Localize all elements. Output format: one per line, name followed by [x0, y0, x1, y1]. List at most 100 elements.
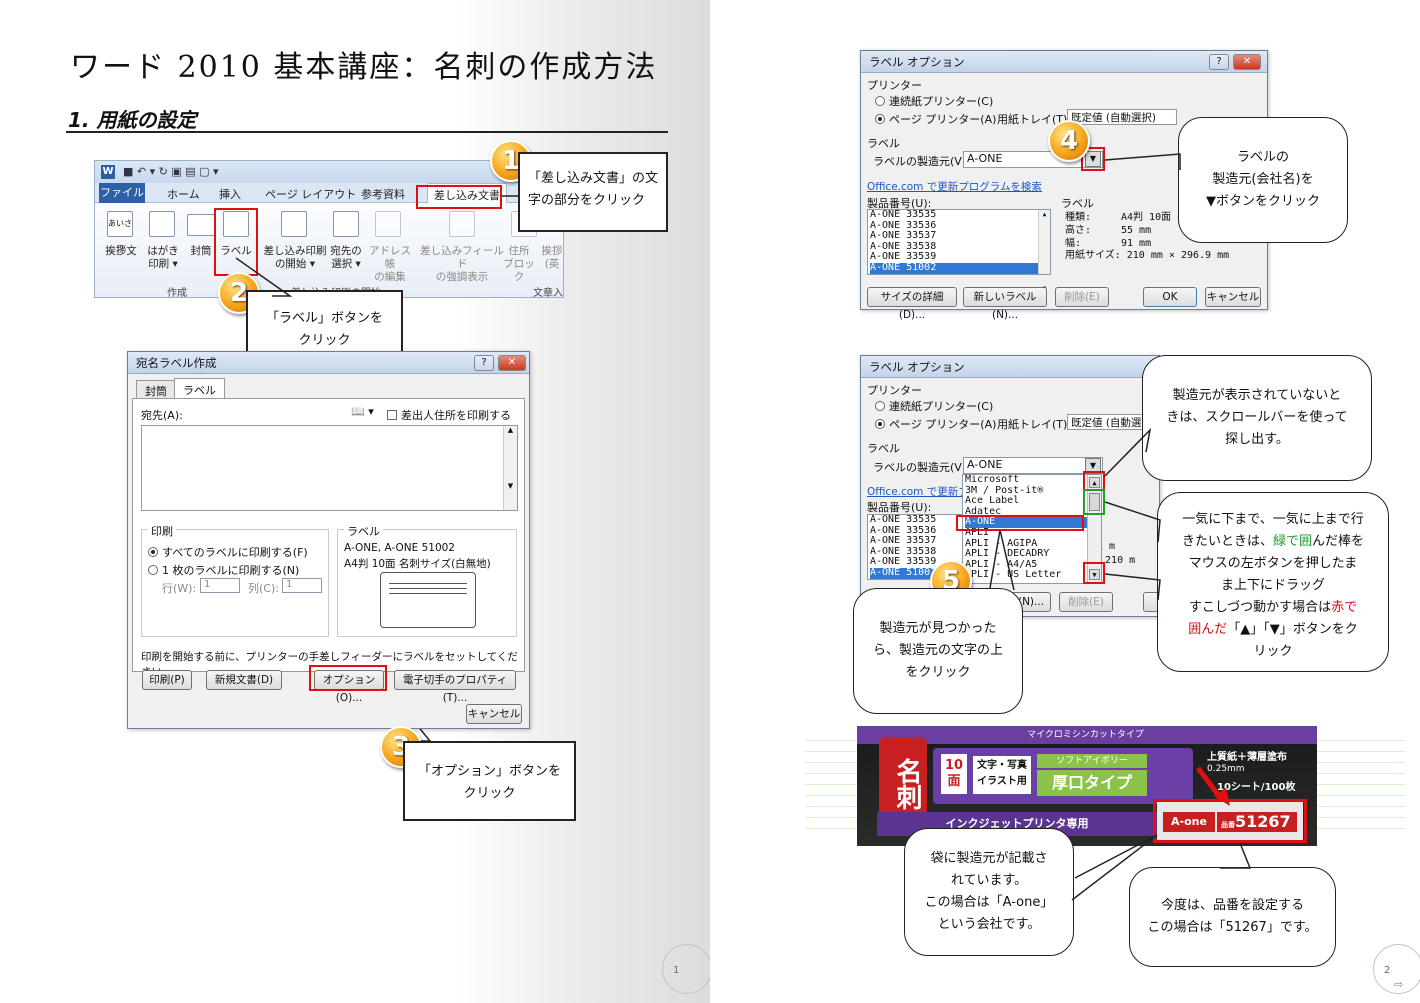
paper-size-key: 用紙サイズ: — [1065, 250, 1121, 261]
dialog2-vendor-arrow[interactable]: ▼ — [1085, 458, 1101, 474]
print-group-label: 印刷 — [148, 523, 176, 539]
dialog1-product[interactable]: A-ONE 33535 — [870, 209, 937, 220]
section-heading: 1. 用紙の設定 — [68, 108, 197, 132]
dialog1-continuous-radio[interactable]: 連続紙プリンター(C) — [875, 93, 993, 109]
tab-references[interactable]: 参考資料 — [361, 188, 405, 201]
print-button[interactable]: 印刷(P) — [142, 670, 192, 690]
vendor-option[interactable]: APLI — [965, 526, 990, 538]
tab-home[interactable]: ホーム — [167, 188, 200, 201]
dialog1-product[interactable]: A-ONE 33537 — [870, 230, 937, 242]
drag-hint-green: 緑で囲 — [1272, 534, 1312, 549]
stamp-properties-button[interactable]: 電子切手のプロパティ(T)... — [394, 670, 516, 704]
next-page-arrow-icon[interactable]: ⇨ — [1394, 978, 1404, 991]
edit-recipients-icon[interactable] — [375, 211, 401, 237]
dialog1-page-printer-radio[interactable]: ページ プリンター(A) — [875, 111, 996, 127]
step-4-badge: 4 — [1048, 120, 1090, 162]
help-button[interactable]: ? — [474, 355, 494, 371]
vendor-option[interactable]: Adatec — [965, 505, 1002, 517]
label-preview[interactable] — [380, 572, 476, 628]
dialog1-help-button[interactable]: ? — [1209, 54, 1229, 70]
dialog1-cancel-button[interactable]: キャンセル — [1205, 287, 1261, 307]
size-detail-button[interactable]: サイズの詳細(D)... — [867, 287, 957, 321]
postcard-icon[interactable] — [149, 211, 175, 237]
label-icon[interactable] — [223, 211, 249, 237]
greeting-icon[interactable]: あいさつ — [107, 211, 133, 252]
address-textarea[interactable]: ▲▼ — [141, 425, 518, 511]
edit-recipients-button[interactable]: アドレス帳 の編集 — [369, 245, 411, 283]
address-scrollbar[interactable]: ▲▼ — [503, 426, 517, 510]
vendor-option[interactable]: 3M / Post-it® — [965, 484, 1044, 496]
start-merge-icon[interactable] — [281, 211, 307, 237]
print-all-radio[interactable]: すべてのラベルに印刷する(F) — [148, 544, 308, 560]
callout-step-1: 「差し込み文書」の文字の部分をクリック — [518, 152, 668, 232]
dialog2-product-selected[interactable]: A-ONE 51002 — [870, 567, 966, 579]
start-merge-button[interactable]: 差し込み印刷 の開始 ▾ — [263, 245, 327, 270]
select-recipients-button[interactable]: 宛先の 選択 ▾ — [330, 245, 362, 270]
select-recipients-icon[interactable] — [333, 211, 359, 237]
tab-file[interactable]: ファイル — [99, 183, 145, 203]
close-button[interactable]: ✕ — [498, 355, 526, 371]
new-document-button[interactable]: 新規文書(D) — [206, 670, 282, 690]
scroll-thumb[interactable] — [1089, 493, 1100, 511]
dialog1-product-list[interactable]: A-ONE 33535 A-ONE 33536 A-ONE 33537 A-ON… — [867, 209, 1051, 292]
highlight-fields-icon[interactable] — [449, 211, 475, 237]
dialog2-product-list[interactable]: A-ONE 33535 A-ONE 33536 A-ONE 33537 A-ON… — [867, 514, 967, 580]
scroll-down-icon[interactable]: ▼ — [1089, 569, 1100, 580]
drag-hint-text: 「▲」「▼」ボタンをク リック — [1227, 622, 1358, 659]
cancel-button[interactable]: キャンセル — [466, 704, 522, 724]
dialog1-page-printer-label: ページ プリンター(A) — [889, 113, 997, 126]
envelope-icon[interactable] — [187, 214, 215, 236]
dialog2-page-printer-radio[interactable]: ページ プリンター(A) — [875, 416, 996, 432]
dialog1-close-button[interactable]: ✕ — [1233, 54, 1261, 70]
info-value: A4判 10面 名 — [1121, 212, 1188, 223]
dialog2-update-link[interactable]: Office.com で更新プロ — [867, 486, 980, 498]
dialog2-product[interactable]: A-ONE 33538 — [870, 545, 937, 557]
dialog2-delete-button[interactable]: 削除(E) — [1059, 592, 1113, 612]
vendor-option[interactable]: Microsoft — [965, 474, 1020, 485]
vendor-option[interactable]: Ace Label — [965, 495, 1020, 507]
ribbon-body: あいさつ 挨拶文 はがき 印刷 ▾ 封筒 ラベル 差し込み印刷 の開始 ▾ 宛先… — [95, 203, 563, 297]
dialog1-product-selected[interactable]: A-ONE 51002 — [870, 262, 1050, 274]
dialog2-product[interactable]: A-ONE 33536 — [870, 524, 937, 536]
dropdown-scrollbar[interactable]: ▲ ▼ — [1087, 475, 1101, 583]
address-book-icon[interactable]: 📖 ▾ — [351, 405, 374, 418]
address-block-button[interactable]: 住所 ブロック — [503, 245, 535, 283]
dialog2-product[interactable]: A-ONE 33535 — [870, 514, 937, 525]
label-button[interactable]: ラベル — [220, 245, 252, 257]
vendor-dropdown-arrow[interactable]: ▼ — [1085, 151, 1101, 167]
vendor-option[interactable]: APLI - US Letter — [965, 569, 1062, 581]
new-label-button[interactable]: 新しいラベル(N)... — [963, 287, 1047, 321]
scroll-up-icon[interactable]: ▲ — [1089, 477, 1100, 488]
col-spinner[interactable]: 1 — [282, 578, 322, 593]
delete-button[interactable]: 削除(E) — [1055, 287, 1109, 307]
tab-insert[interactable]: 挿入 — [219, 188, 241, 201]
print-one-radio[interactable]: 1 枚のラベルに印刷する(N) — [148, 562, 299, 578]
dialog1-update-link[interactable]: Office.com で更新プログラムを検索 — [867, 181, 1042, 193]
vendor-option-selected[interactable]: A-ONE — [965, 517, 1101, 528]
label-group: ラベル A-ONE, A-ONE 51002 A4判 10面 名刺サイズ(白無地… — [337, 523, 517, 637]
ok-button[interactable]: OK — [1143, 287, 1197, 307]
dialog2-continuous-radio[interactable]: 連続紙プリンター(C) — [875, 398, 993, 414]
dialog2-product[interactable]: A-ONE 33539 — [870, 556, 937, 568]
dialog2-vendor-select[interactable]: A-ONE — [963, 457, 1103, 474]
greeting-button[interactable]: 挨拶文 — [105, 245, 137, 257]
dialog2-product[interactable]: A-ONE 33537 — [870, 535, 937, 547]
ribbon-tabs: ファイル ホーム 挿入 ページ レイアウト 参考資料 差し込み文書 — [95, 183, 563, 203]
dialog1-product[interactable]: A-ONE 33536 — [870, 219, 937, 231]
tab-label[interactable]: ラベル — [174, 378, 225, 401]
word-ribbon-screenshot: W ■ ↶ ▾ ↻ ▣ ▤ ▢ ▾ ファイル ホーム 挿入 ページ レイアウト … — [94, 160, 564, 298]
dialog1-product-scrollbar[interactable]: ▲▼ — [1038, 210, 1050, 292]
envelope-button[interactable]: 封筒 — [190, 245, 212, 257]
highlight-fields-button[interactable]: 差し込みフィールド の強調表示 — [420, 245, 504, 283]
dialog2-tray-select[interactable]: 既定値 (自動選 — [1067, 414, 1161, 430]
tab-mailings[interactable]: 差し込み文書 — [427, 183, 507, 203]
postcard-button[interactable]: はがき 印刷 ▾ — [147, 245, 179, 270]
row-spinner[interactable]: 1 — [200, 578, 240, 593]
greeting-line-button[interactable]: 挨拶 (英 — [541, 245, 563, 270]
tab-page-layout[interactable]: ページ レイアウト — [265, 188, 357, 201]
dialog1-product[interactable]: A-ONE 33538 — [870, 240, 937, 252]
dialog1-tray-select[interactable]: 既定値 (自動選択) — [1067, 109, 1177, 125]
section-rule — [66, 131, 668, 133]
qat-icons[interactable]: ■ ↶ ▾ ↻ ▣ ▤ ▢ ▾ — [123, 165, 219, 178]
dialog1-product[interactable]: A-ONE 33539 — [870, 251, 937, 263]
